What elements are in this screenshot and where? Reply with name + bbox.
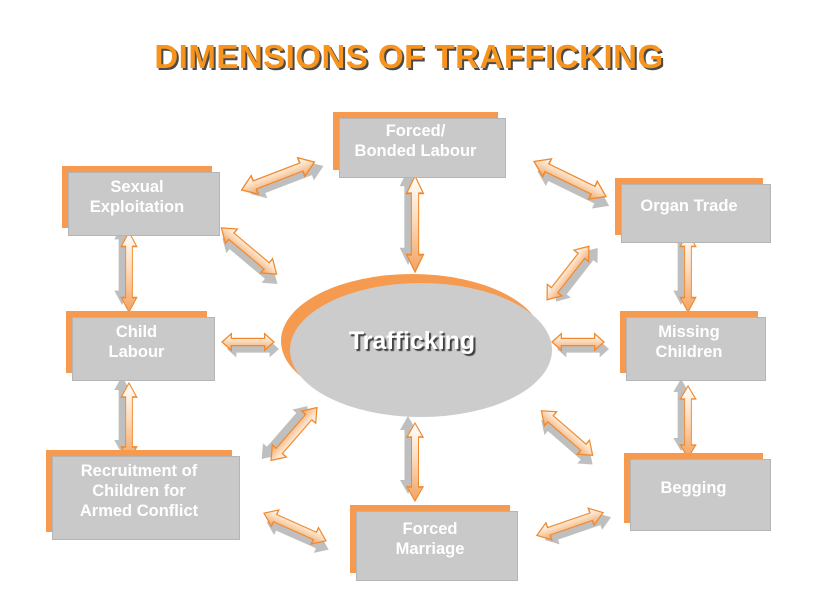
page-title: DIMENSIONS OF TRAFFICKING	[154, 38, 664, 75]
connector-organ-trade-center	[539, 239, 606, 308]
node-label: Forced Marriage	[395, 519, 465, 558]
connector-center-missing-children	[551, 333, 609, 358]
node-forced-bonded-labour[interactable]: Forced/ Bonded Labour	[333, 112, 505, 177]
node-begging[interactable]: Begging	[624, 453, 770, 530]
node-sexual-exploitation[interactable]: Sexual Exploitation	[62, 166, 219, 235]
connector-child-labour-recruitment	[114, 376, 138, 462]
node-organ-trade[interactable]: Organ Trade	[615, 178, 770, 242]
node-child-labour[interactable]: Child Labour	[66, 311, 214, 380]
node-label: Organ Trade	[640, 197, 738, 216]
connector-center-forced-marriage	[400, 416, 424, 502]
connector-sexual-exploitation-center	[214, 220, 284, 292]
node-label: Child Labour	[108, 322, 165, 361]
node-label: Begging	[660, 478, 727, 497]
connector-forced-bonded-labour-organ-trade	[528, 151, 614, 215]
node-label: Recruitment of Children for Armed Confli…	[79, 461, 199, 521]
node-forced-marriage[interactable]: Forced Marriage	[350, 505, 517, 580]
connector-center-recruitment	[254, 400, 325, 468]
connector-missing-children-begging	[673, 379, 697, 459]
connector-sexual-exploitation-forced-bonded-labour	[237, 152, 328, 204]
connector-center-begging	[534, 403, 600, 472]
node-label: Forced/ Bonded Labour	[354, 121, 477, 160]
node-label: Sexual Exploitation	[89, 177, 185, 216]
connector-child-labour-center	[221, 333, 279, 358]
node-center-trafficking[interactable]: Trafficking	[281, 274, 552, 417]
connector-forced-marriage-begging	[533, 503, 614, 549]
node-recruitment-children-armed-conflict[interactable]: Recruitment of Children for Armed Confli…	[46, 450, 239, 539]
connector-sexual-exploitation-child-labour	[114, 225, 138, 313]
center-label: Trafficking	[348, 326, 476, 355]
node-label: Missing Children	[655, 322, 723, 361]
node-missing-children[interactable]: Missing Children	[620, 311, 765, 380]
connector-forced-bonded-labour-center	[399, 169, 425, 273]
connector-recruitment-forced-marriage	[259, 504, 333, 558]
